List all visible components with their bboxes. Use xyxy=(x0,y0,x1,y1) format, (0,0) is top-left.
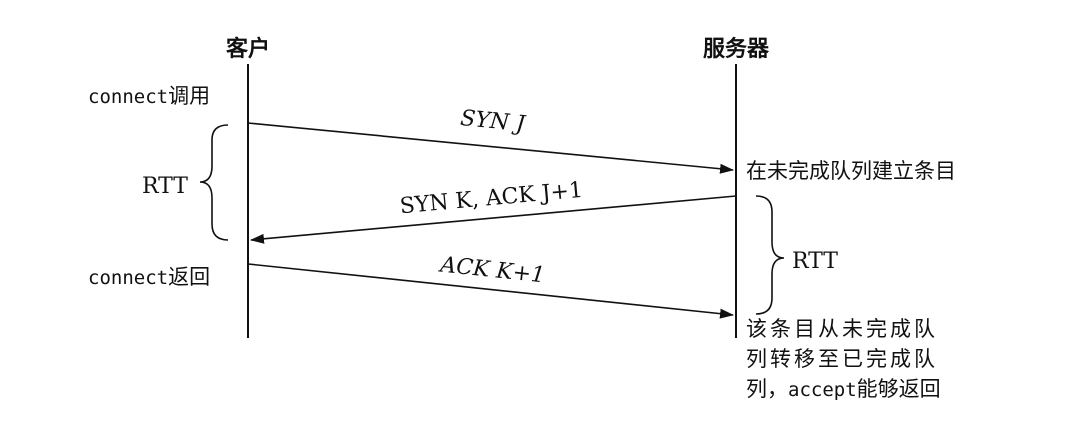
connect-return-label: connect返回 xyxy=(88,265,210,289)
server-header: 服务器 xyxy=(703,37,770,62)
synack-arrow xyxy=(250,195,737,244)
server-rtt-label: RTT xyxy=(792,249,838,274)
server-rtt-brace xyxy=(755,195,785,315)
ack-arrow xyxy=(247,263,734,319)
connect-call-label: connect调用 xyxy=(88,84,210,108)
syn-label: SYN J xyxy=(459,106,527,137)
client-rtt-brace xyxy=(199,124,229,241)
move-line-1: 该条目从未完成队 xyxy=(746,317,938,341)
enqueue-label: 在未完成队列建立条目 xyxy=(746,159,956,183)
syn-arrow xyxy=(247,122,734,174)
client-rtt-label: RTT xyxy=(142,174,188,199)
client-header: 客户 xyxy=(226,36,270,62)
move-line-3: 列，accept能够返回 xyxy=(746,377,941,401)
ack-label: ACK K+1 xyxy=(437,252,546,288)
move-line-2: 列转移至已完成队 xyxy=(746,347,938,371)
